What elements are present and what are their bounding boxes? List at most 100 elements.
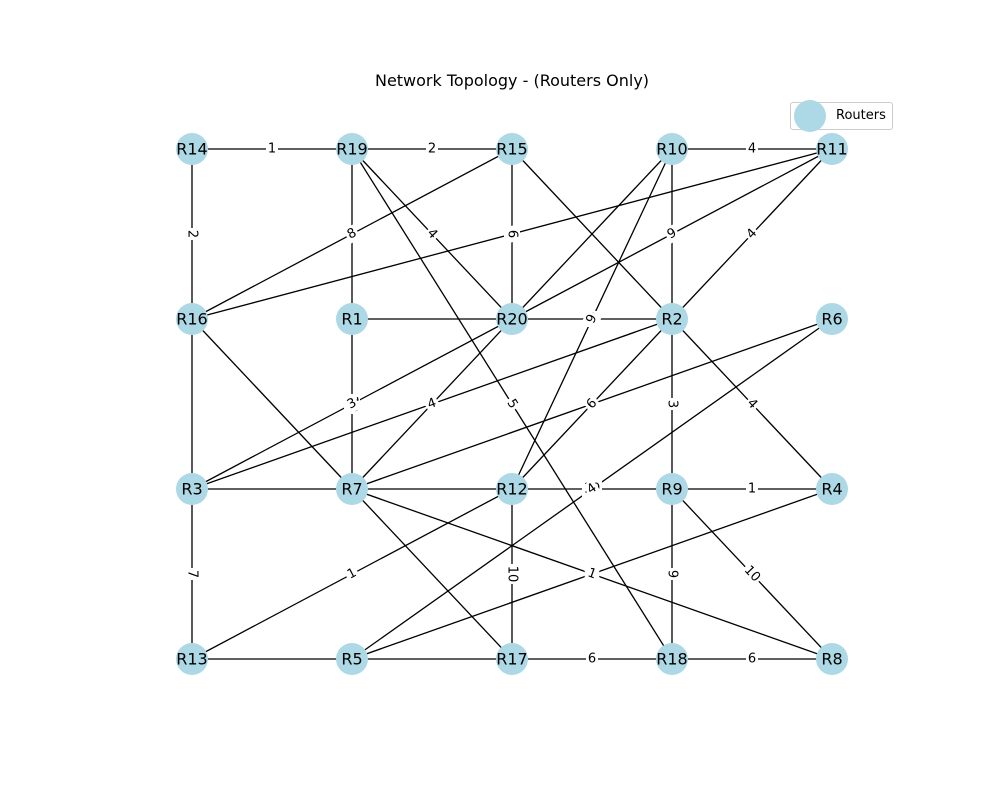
edge-r7-r17 — [351, 488, 513, 660]
edge-weight-r20-r3: 3 — [342, 394, 362, 414]
edge-weight-background — [746, 481, 758, 497]
router-circle — [656, 303, 688, 335]
router-circle — [816, 303, 848, 335]
router-label: R13 — [176, 650, 207, 669]
edge-r10-r20 — [511, 148, 673, 320]
router-label: R20 — [496, 310, 527, 329]
edge-weight-r2-r3: 4 — [423, 394, 441, 414]
router-label: R6 — [821, 310, 842, 329]
edge-weight-label: 6 — [588, 652, 596, 667]
edge-weight-background — [664, 568, 680, 580]
edge-weight-r19-r20: 4 — [422, 224, 442, 244]
router-circle — [816, 473, 848, 505]
diagram-title: Network Topology - (Routers Only) — [374, 71, 650, 90]
edge-weight-r14-r16: 2 — [184, 228, 200, 240]
edge-weight-label: 6 — [505, 230, 520, 238]
edge-weight-label: 2 — [185, 230, 200, 238]
router-circle — [656, 133, 688, 165]
edge-weight-r11-r2: 4 — [742, 224, 762, 244]
edge-weight-r2-r12: 6 — [582, 394, 602, 414]
router-node-r13: R13 — [176, 643, 208, 675]
router-label: R16 — [176, 310, 207, 329]
router-node-r1: R1 — [336, 303, 368, 335]
router-label: R15 — [496, 140, 527, 159]
edge-weight-r19-r15: 2 — [426, 141, 438, 157]
router-circle — [656, 643, 688, 675]
edge-r16-r7 — [191, 318, 353, 490]
router-label: R14 — [176, 140, 207, 159]
edge-weight-r14-r19: 1 — [266, 141, 278, 157]
edge-weight-label: 9 — [665, 570, 680, 578]
edge-weight-background — [746, 141, 758, 157]
edge-weight-background — [586, 651, 598, 667]
router-label: R8 — [821, 650, 842, 669]
router-node-r3: R3 — [176, 473, 208, 505]
router-label: R11 — [816, 140, 847, 159]
router-label: R7 — [341, 480, 362, 499]
edge-weight-r12-r13: 1 — [342, 564, 362, 584]
edge-weight-r15-r16: 8 — [342, 224, 362, 244]
edge-weight-background — [582, 394, 602, 414]
router-node-r2: R2 — [656, 303, 688, 335]
edge-weight-label: 4 — [748, 142, 756, 157]
router-circle — [336, 473, 368, 505]
edge-weight-r19-r18: 5 — [502, 394, 522, 414]
edge-weight-background — [422, 224, 442, 244]
router-label: R17 — [496, 650, 527, 669]
router-node-r18: R18 — [656, 643, 688, 675]
edge-weight-background — [266, 141, 278, 157]
edge-weight-background — [504, 228, 520, 240]
router-circle — [336, 133, 368, 165]
edge-weight-background — [582, 310, 602, 328]
edge-weight-background — [342, 564, 362, 584]
router-circle — [336, 643, 368, 675]
router-circle — [816, 643, 848, 675]
router-node-r14: R14 — [176, 133, 208, 165]
edge-weight-background — [423, 394, 441, 414]
edge-weight-label: 3 — [665, 400, 680, 408]
router-node-r16: R16 — [176, 303, 208, 335]
router-circle — [496, 473, 528, 505]
router-label: R18 — [656, 650, 687, 669]
router-node-r4: R4 — [816, 473, 848, 505]
edge-weight-label: 2 — [428, 142, 436, 157]
router-node-r15: R15 — [496, 133, 528, 165]
router-circle — [336, 303, 368, 335]
edge-weight-r18-r8: 6 — [746, 651, 758, 667]
router-node-r20: R20 — [496, 303, 528, 335]
router-node-r8: R8 — [816, 643, 848, 675]
router-node-r17: R17 — [496, 643, 528, 675]
router-label: R10 — [656, 140, 687, 159]
edge-weight-background — [502, 394, 522, 414]
router-node-r6: R6 — [816, 303, 848, 335]
edge-weight-r3-r13: 7 — [184, 568, 200, 580]
edge-weight-background — [739, 561, 765, 587]
router-label: R9 — [661, 480, 682, 499]
edge-weight-r9-r4: 1 — [746, 481, 758, 497]
router-label: R3 — [181, 480, 202, 499]
edge-weight-background — [184, 568, 200, 580]
router-node-r19: R19 — [336, 133, 368, 165]
edge-weight-background — [342, 394, 362, 414]
edge-weight-background — [746, 651, 758, 667]
edge-weight-background — [662, 224, 682, 244]
router-circle — [496, 643, 528, 675]
edge-weight-label: 6 — [748, 652, 756, 667]
edge-weight-label: 1 — [748, 482, 756, 497]
edge-weight-r7-r8: 1 — [583, 564, 601, 584]
router-node-r10: R10 — [656, 133, 688, 165]
edge-weight-r11-r20: 9 — [662, 224, 682, 244]
router-node-r11: R11 — [816, 133, 848, 165]
legend-label: Routers — [836, 108, 886, 123]
edge-weight-r15-r20: 6 — [504, 228, 520, 240]
router-label: R2 — [661, 310, 682, 329]
router-label: R4 — [821, 480, 842, 499]
edge-weight-background — [426, 141, 438, 157]
edge-weight-background — [184, 228, 200, 240]
router-node-r12: R12 — [496, 473, 528, 505]
router-circle — [816, 133, 848, 165]
router-circle — [176, 303, 208, 335]
edge-weight-r2-r9: 3 — [664, 398, 680, 410]
legend: Routers — [790, 100, 893, 132]
